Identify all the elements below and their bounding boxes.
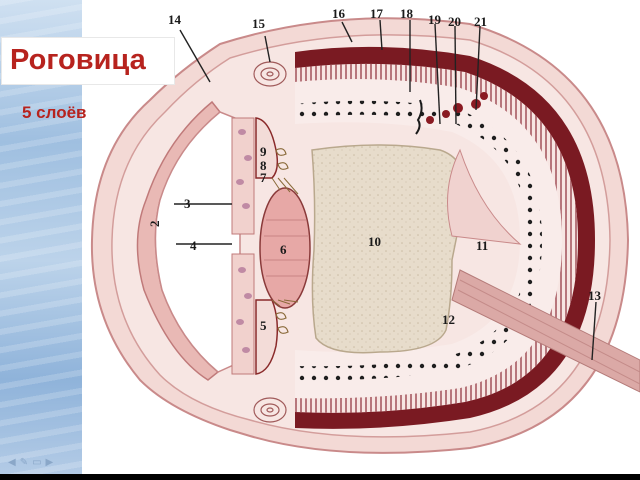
vitreous-body bbox=[311, 144, 466, 354]
label-9: 9 bbox=[260, 144, 267, 159]
slide-title: Роговица bbox=[10, 44, 146, 76]
label-16: 16 bbox=[332, 6, 346, 21]
label-21: 21 bbox=[474, 14, 487, 29]
eye-diagram: 2 3 4 5 6 7 8 9 10 11 12 13 14 15 16 17 … bbox=[90, 6, 640, 454]
label-7: 7 bbox=[260, 170, 267, 185]
zonule-fibers bbox=[271, 177, 299, 307]
label-14: 14 bbox=[168, 12, 182, 27]
label-12: 12 bbox=[442, 312, 455, 327]
iris-lower bbox=[231, 253, 255, 375]
label-11: 11 bbox=[476, 238, 488, 253]
ciliary-body-lower bbox=[255, 299, 279, 375]
back-icon[interactable]: ◀ bbox=[8, 457, 20, 468]
label-6: 6 bbox=[280, 242, 287, 257]
lens bbox=[259, 187, 311, 309]
label-17: 17 bbox=[370, 6, 384, 21]
pen-icon[interactable]: ✎ bbox=[19, 457, 33, 468]
iris-upper bbox=[231, 117, 255, 235]
label-20: 20 bbox=[448, 14, 461, 29]
label-8: 8 bbox=[260, 158, 267, 173]
label-10: 10 bbox=[368, 234, 381, 249]
forward-icon[interactable]: ▶ bbox=[45, 457, 58, 468]
schlemm-canal-lower bbox=[253, 397, 287, 423]
label-4: 4 bbox=[190, 238, 197, 253]
label-18: 18 bbox=[400, 6, 414, 21]
label-19: 19 bbox=[428, 12, 442, 27]
label-5: 5 bbox=[260, 318, 267, 333]
label-2: 2 bbox=[147, 221, 162, 228]
anterior-chamber bbox=[154, 111, 241, 373]
slide-subtitle: 5 слоёв bbox=[22, 103, 87, 122]
slides-icon[interactable]: ▭ bbox=[32, 457, 46, 468]
label-3: 3 bbox=[184, 196, 191, 211]
title-box bbox=[2, 38, 174, 84]
label-15: 15 bbox=[252, 16, 266, 31]
optic-nerve bbox=[451, 269, 640, 393]
slideshow-controls: ◀✎▭▶ bbox=[8, 457, 57, 468]
label-13: 13 bbox=[588, 288, 602, 303]
